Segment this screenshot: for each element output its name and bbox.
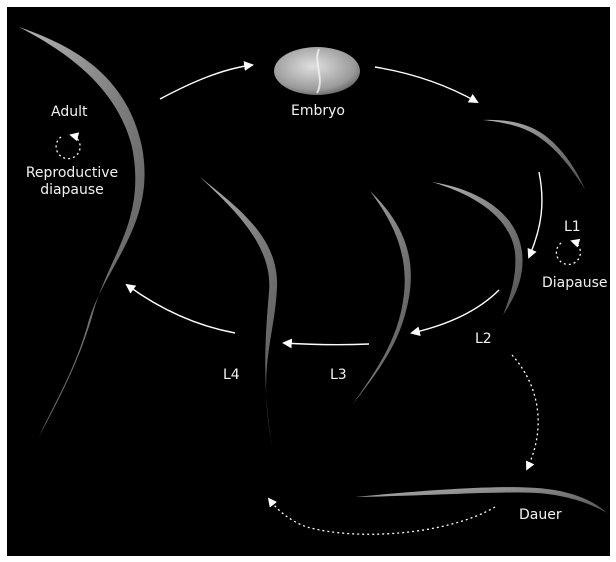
l2-worm: [432, 182, 523, 315]
circular-dotted-arrow-icon: [56, 135, 80, 159]
life-cycle-diagram: [7, 7, 610, 556]
arrow-l2-to-dauer: [512, 355, 538, 469]
arrow-adult-to-embryo: [160, 65, 252, 99]
label-l1: L1: [564, 219, 581, 236]
arrow-embryo-to-l1: [375, 67, 477, 102]
dauer-arrows: [269, 355, 538, 534]
l1-worm: [483, 120, 585, 189]
label-reproductive-diapause-line1: Reproductive: [14, 165, 130, 182]
label-l3: L3: [330, 367, 347, 384]
embryo-image: [274, 47, 360, 95]
l4-worm: [200, 177, 277, 445]
label-diapause: Diapause: [542, 275, 608, 292]
arrow-l1-to-l2: [529, 172, 542, 257]
arrow-l3-to-l4: [284, 343, 369, 345]
label-reproductive-diapause: Reproductive diapause: [14, 165, 130, 199]
label-dauer: Dauer: [519, 507, 562, 524]
l3-worm: [352, 191, 411, 405]
adult-worm: [19, 27, 145, 437]
label-l2: L2: [475, 331, 492, 348]
label-adult: Adult: [51, 104, 87, 121]
dauer-worm: [355, 487, 607, 513]
arrow-l2-to-l3: [412, 290, 499, 333]
label-l4: L4: [223, 367, 240, 384]
arrow-l4-to-adult: [127, 285, 235, 333]
label-reproductive-diapause-line2: diapause: [14, 182, 130, 199]
circular-dotted-arrow-icon: [556, 241, 580, 264]
arrow-dauer-to-adult: [269, 499, 495, 534]
life-cycle-figure: Embryo Adult Reproductive diapause L1 Di…: [7, 7, 610, 556]
label-embryo: Embryo: [291, 103, 345, 120]
